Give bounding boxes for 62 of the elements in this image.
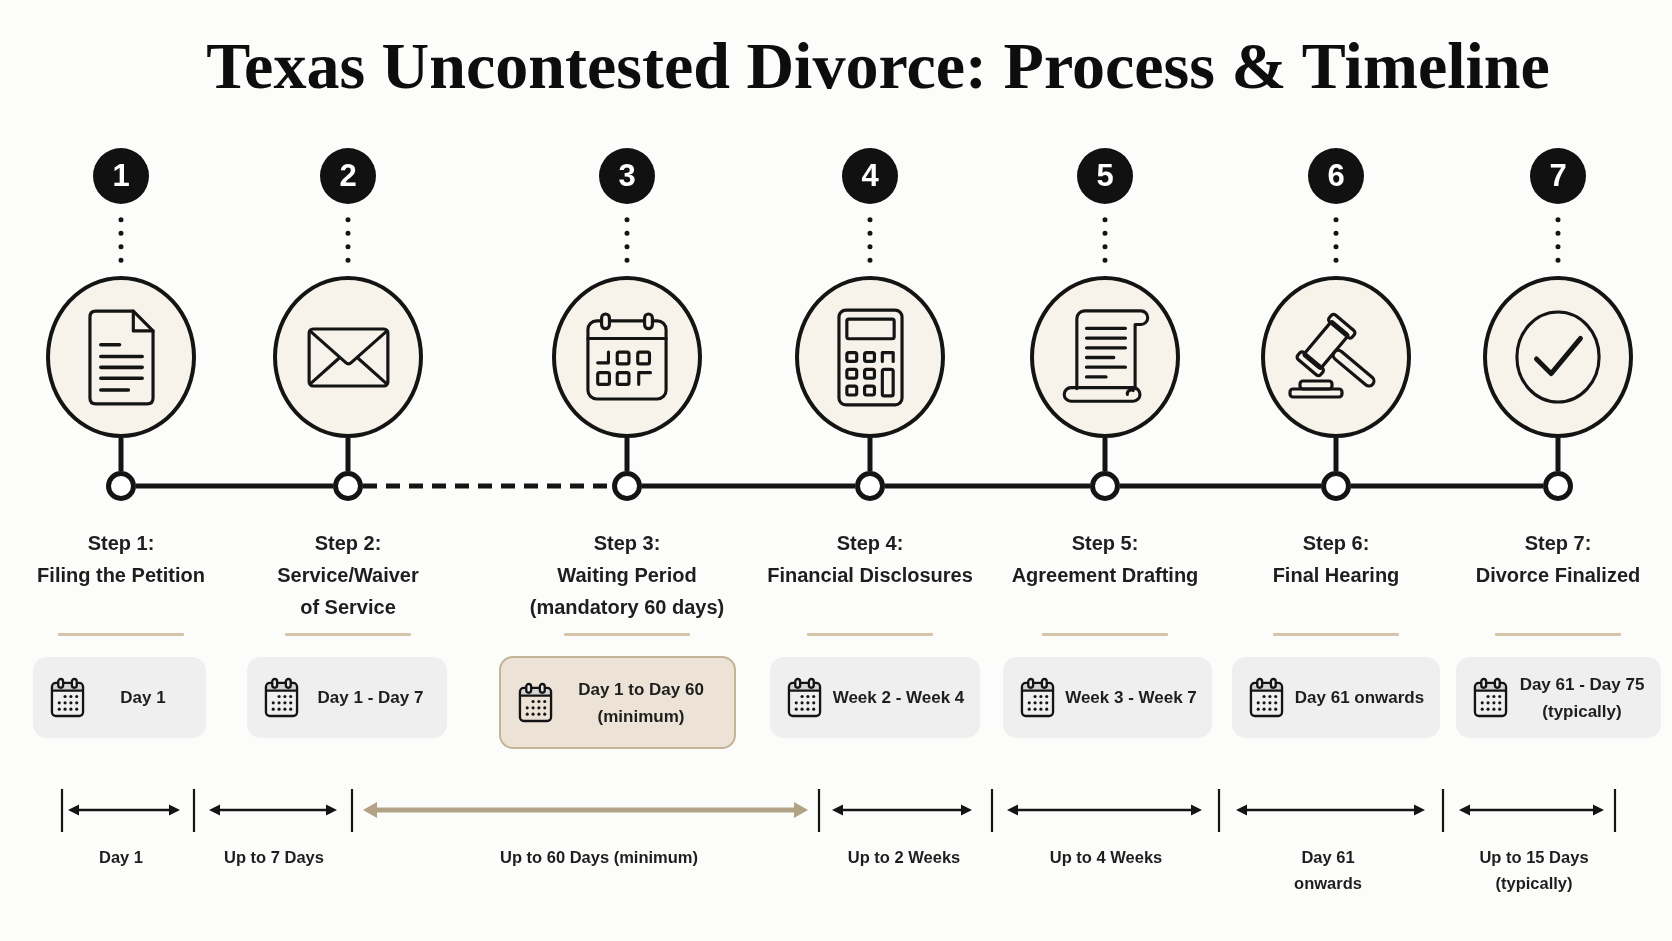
timeline-dot	[1090, 471, 1120, 501]
step-number-badge: 3	[599, 148, 655, 204]
step-number-badge: 6	[1308, 148, 1364, 204]
date-box	[1232, 657, 1440, 738]
step-number-label: Step 7:	[1524, 531, 1592, 556]
timeline-dot	[333, 471, 363, 501]
duration-label: Day 1	[98, 847, 144, 868]
step-title: Service/Waiver of Service	[276, 563, 420, 620]
date-box	[1456, 657, 1661, 738]
timeline-line	[1120, 483, 1321, 489]
date-range: Day 1 to Day 60 (minimum)	[577, 678, 705, 728]
step-number-label: Step 3:	[593, 531, 661, 556]
step-number-label: Step 1:	[87, 531, 155, 556]
connector-line	[118, 438, 124, 471]
timeline-line	[642, 483, 855, 489]
date-box	[770, 657, 980, 738]
duration-label: Up to 2 Weeks	[847, 847, 961, 868]
timeline-dot	[612, 471, 642, 501]
date-range: Day 61 - Day 75 (typically)	[1519, 673, 1645, 723]
step-number-label: Step 2:	[314, 531, 382, 556]
title: Texas Uncontested Divorce: Process & Timeline	[206, 28, 1550, 104]
connector-line	[624, 438, 630, 471]
step-title: Financial Disclosures	[766, 563, 974, 588]
connector-line	[1333, 438, 1339, 471]
date-box	[33, 657, 206, 738]
step-number-badge: 1	[93, 148, 149, 204]
date-box	[247, 657, 447, 738]
timeline-line	[1351, 483, 1543, 489]
timeline-dot	[106, 471, 136, 501]
step-number-label: Step 6:	[1302, 531, 1370, 556]
date-range: Day 61 onwards	[1294, 687, 1425, 709]
date-box	[499, 656, 736, 749]
date-range: Week 3 - Week 7	[1064, 687, 1198, 709]
connector-line	[1102, 438, 1108, 471]
connector-line	[867, 438, 873, 471]
connector-line	[345, 438, 351, 471]
step-number-badge: 2	[320, 148, 376, 204]
step-number-badge: 4	[842, 148, 898, 204]
step-title: Agreement Drafting	[1011, 563, 1199, 588]
connector-line	[1555, 438, 1561, 471]
step-number-badge: 5	[1077, 148, 1133, 204]
timeline-line	[885, 483, 1090, 489]
duration-label: Day 61 onwards	[1293, 847, 1363, 894]
step-title: Divorce Finalized	[1475, 563, 1641, 588]
timeline-dot	[855, 471, 885, 501]
date-range: Week 2 - Week 4	[832, 687, 965, 709]
timeline-dot	[1321, 471, 1351, 501]
step-title: Final Hearing	[1272, 563, 1400, 588]
date-range: Day 1	[119, 687, 167, 709]
duration-label: Up to 60 Days (minimum)	[499, 847, 699, 868]
duration-label: Up to 4 Weeks	[1049, 847, 1163, 868]
timeline-dot	[1543, 471, 1573, 501]
date-box	[1003, 657, 1212, 738]
duration-label: Up to 15 Days (typically)	[1478, 847, 1590, 894]
step-number-label: Step 4:	[836, 531, 904, 556]
step-number-label: Step 5:	[1071, 531, 1139, 556]
step-title: Waiting Period (mandatory 60 days)	[529, 563, 725, 620]
timeline-line	[136, 483, 333, 489]
duration-label: Up to 7 Days	[223, 847, 325, 868]
date-range: Day 1 - Day 7	[317, 687, 424, 709]
step-number-badge: 7	[1530, 148, 1586, 204]
step-title: Filing the Petition	[36, 563, 206, 588]
